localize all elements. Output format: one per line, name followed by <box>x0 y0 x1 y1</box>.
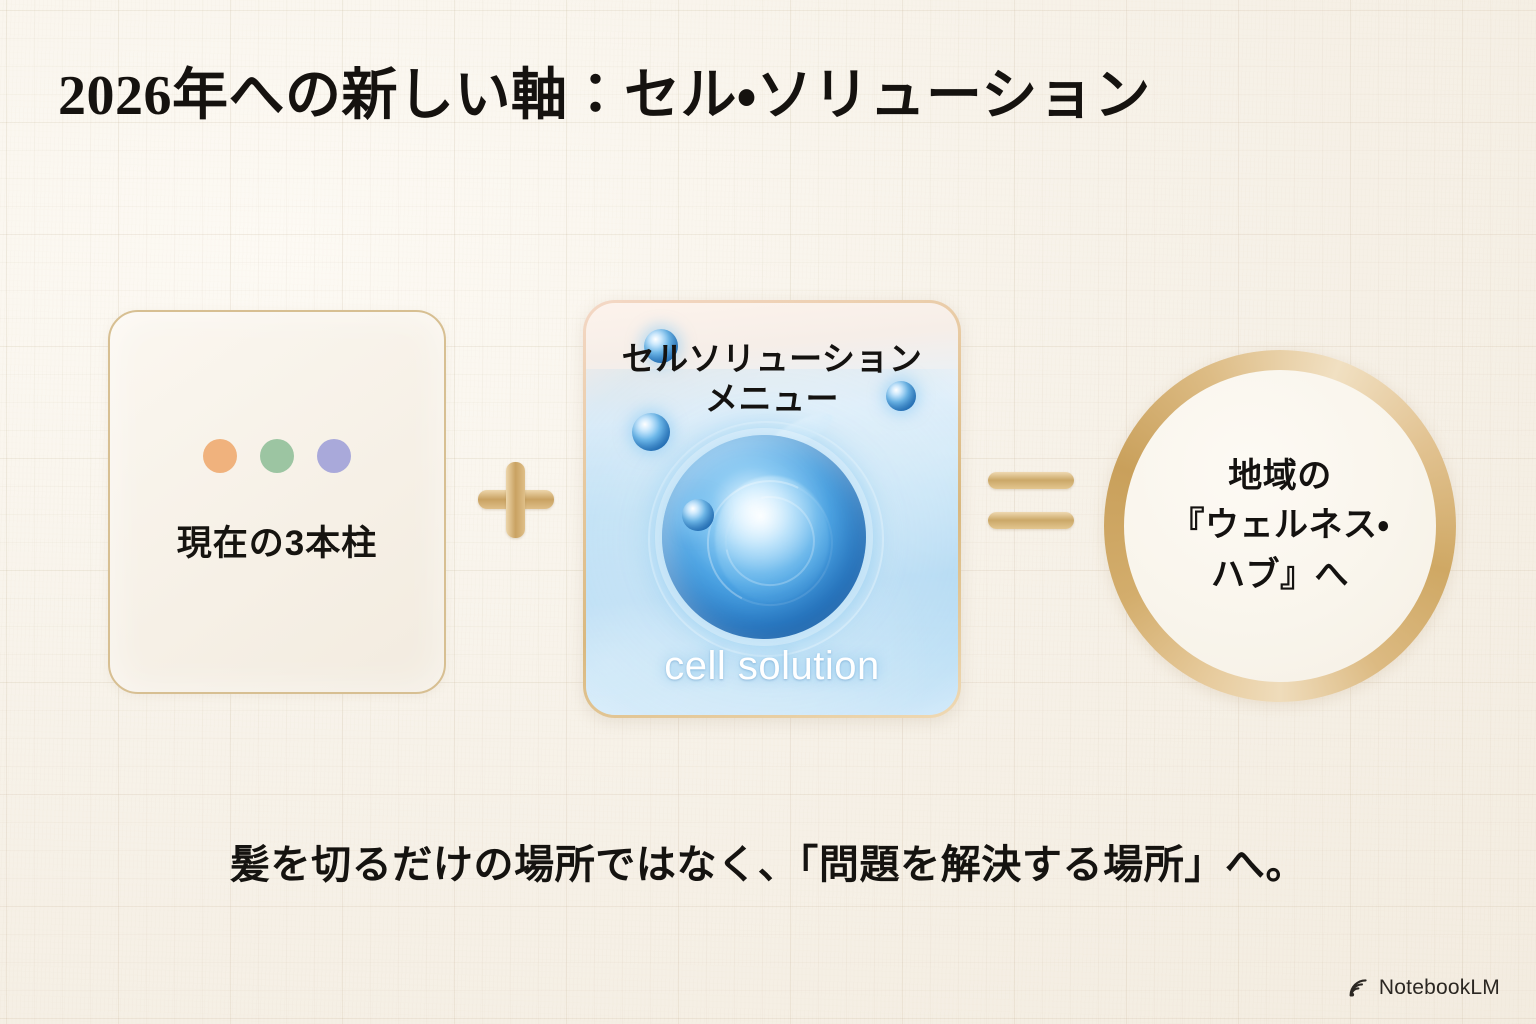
cell-menu-title-line1: セルソリューション <box>621 340 923 377</box>
slide-caption: 髪を切るだけの場所ではなく、「問題を解決する場所」へ。 <box>229 843 1307 887</box>
wellness-hub-circle[interactable]: 地域の 『ウェルネス・ ハブ』へ <box>1104 350 1456 702</box>
cell-sphere-icon <box>662 435 866 639</box>
concept-equation-row: 現在の3本柱 セルソリューション メニュー c <box>0 296 1536 726</box>
cell-solution-wordmark: cell solution <box>664 644 880 688</box>
wellness-hub-line1: 地域の <box>1228 457 1332 496</box>
pillar-dot-green <box>260 438 294 473</box>
cell-bubble-left <box>632 413 670 451</box>
wellness-hub-line2: 『ウェルネス・ <box>1170 506 1390 545</box>
cell-menu-title-line2: メニュー <box>705 380 839 418</box>
cell-bubble-right <box>886 381 916 411</box>
cell-membrane-ring <box>648 421 884 657</box>
wellness-hub-line3: ハブ』へ <box>1211 555 1349 594</box>
notebooklm-watermark-label: NotebookLM <box>1378 976 1500 999</box>
equals-bottom-bar <box>988 512 1074 529</box>
pillar-dots-group <box>203 438 351 473</box>
current-pillars-card[interactable]: 現在の3本柱 <box>108 310 446 694</box>
cell-nucleus <box>715 475 830 603</box>
notebooklm-spiral-icon <box>1348 978 1370 998</box>
cell-bubble-top-left <box>644 329 678 363</box>
equals-operator-icon <box>988 472 1074 530</box>
plus-operator-icon <box>478 462 554 538</box>
wellness-hub-inner: 地域の 『ウェルネス・ ハブ』へ <box>1124 370 1436 682</box>
notebooklm-watermark: NotebookLM <box>1348 976 1500 1000</box>
plus-vertical-bar <box>506 462 525 538</box>
wellness-hub-label: 地域の 『ウェルネス・ ハブ』へ <box>1170 452 1389 600</box>
cell-bubble-bottom-left <box>682 499 714 531</box>
equals-top-bar <box>988 472 1074 489</box>
cell-menu-title: セルソリューション メニュー <box>586 339 958 420</box>
current-pillars-label: 現在の3本柱 <box>176 523 378 563</box>
page-title: 2026年への新しい軸：セル・ソリューション <box>58 65 1151 127</box>
pillar-dot-orange <box>203 438 237 473</box>
cell-solution-menu-card[interactable]: セルソリューション メニュー cell solution <box>583 300 961 718</box>
pillar-dot-purple <box>317 438 351 473</box>
